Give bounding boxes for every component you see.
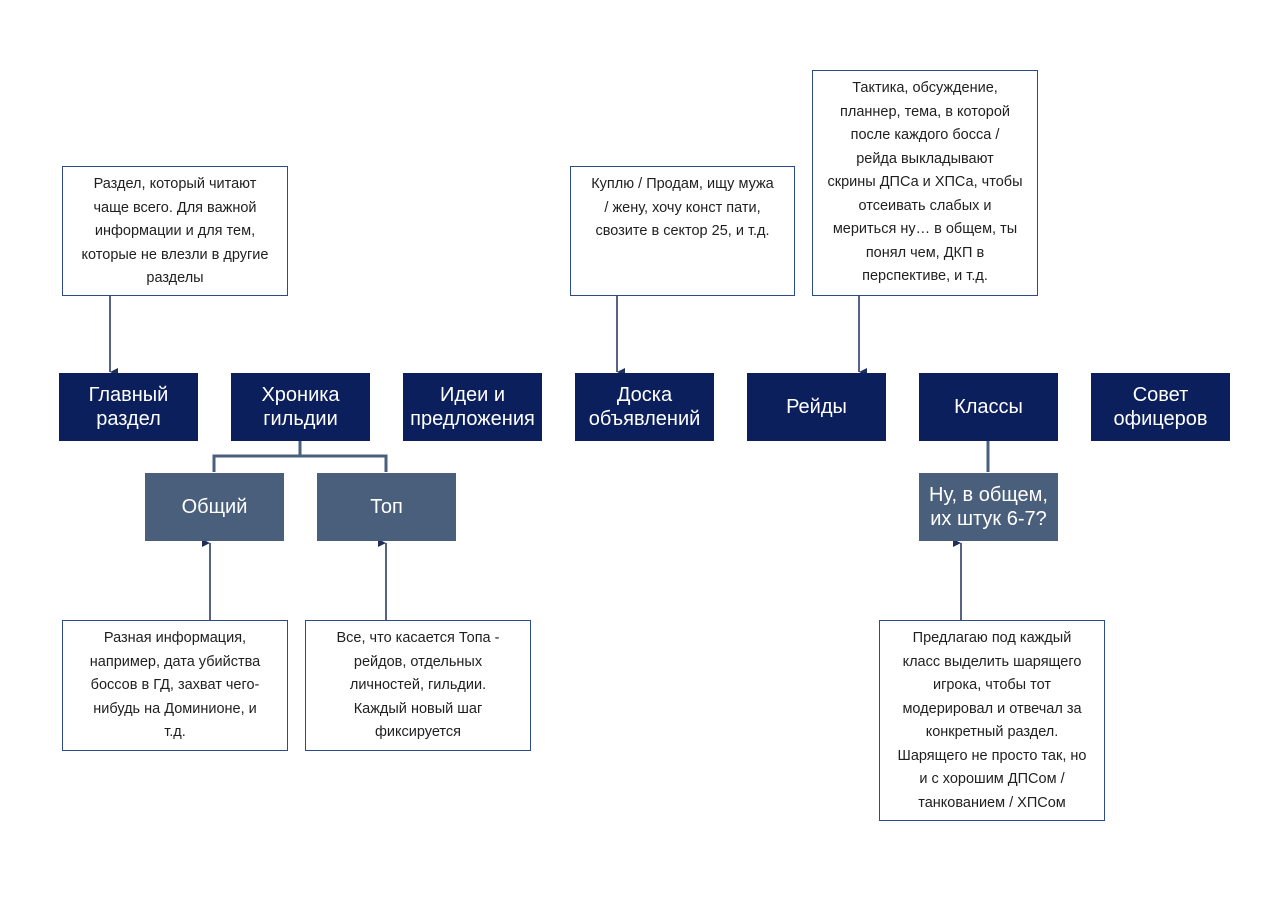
section-main: Главный раздел (59, 373, 198, 441)
section-council: Совет офицеров (1091, 373, 1230, 441)
subsection-top: Топ (317, 473, 456, 541)
subsection-general: Общий (145, 473, 284, 541)
section-classes: Классы (919, 373, 1058, 441)
note-main-section: Раздел, который читают чаще всего. Для в… (62, 166, 288, 296)
section-ideas: Идеи и предложения (403, 373, 542, 441)
section-board: Доска объявлений (575, 373, 714, 441)
section-chronicle: Хроника гильдии (231, 373, 370, 441)
subsection-class-count: Ну, в общем, их штук 6-7? (919, 473, 1058, 541)
note-classes-subsection: Предлагаю под каждый класс выделить шаря… (879, 620, 1105, 821)
section-raids: Рейды (747, 373, 886, 441)
tree-connector-chronicle (212, 441, 302, 472)
note-top-subsection: Все, что касается Топа - рейдов, отдельн… (305, 620, 531, 751)
note-raids-section: Тактика, обсуждение, планнер, тема, в ко… (812, 70, 1038, 296)
tree-connector-chronicle-top (300, 454, 388, 472)
note-general-subsection: Разная информация, например, дата убийст… (62, 620, 288, 751)
note-board-section: Куплю / Продам, ищу мужа / жену, хочу ко… (570, 166, 795, 296)
